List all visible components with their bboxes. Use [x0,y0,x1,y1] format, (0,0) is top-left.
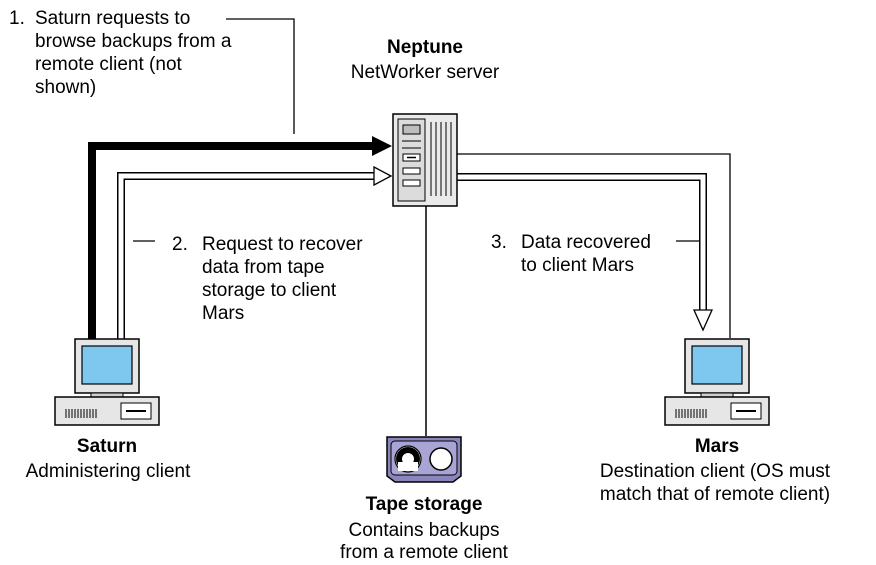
tape-storage-name: Tape storage [365,494,483,515]
step1-line-3: remote client (not [35,54,182,75]
step3-line-2: to client Mars [521,255,634,276]
step2-line-3: storage to client [202,280,337,301]
server-name: Neptune [387,37,463,58]
step3-line-1: Data recovered [521,232,651,253]
server-to-mars-line [455,153,731,338]
server-tower-icon [392,113,458,207]
tape-storage-desc-line-2: from a remote client [340,542,508,563]
step1-number: 1. [9,8,25,29]
step3-data-recovered-arrow [455,173,714,332]
dest-client-name: Mars [694,436,740,457]
step3-number: 3. [491,232,507,253]
dest-client-role-line-2: match that of remote client) [599,484,831,505]
tape-storage-desc-line-1: Contains backups [348,520,500,541]
saturn-desktop-computer-icon [54,338,160,426]
dest-client-role-line-1: Destination client (OS must [599,461,831,482]
step1-browse-arrow [88,136,392,342]
step2-line-1: Request to recover [202,234,363,255]
step2-line-4: Mars [202,303,245,324]
tape-cartridge-icon [386,436,462,483]
admin-client-name: Saturn [76,436,138,457]
admin-client-role: Administering client [25,461,191,482]
step2-number: 2. [172,234,188,255]
mars-desktop-computer-icon [664,338,770,426]
step2-line-2: data from tape [202,257,325,278]
step2-recover-request-arrow [117,165,393,342]
step1-line-4: shown) [35,77,97,98]
server-role: NetWorker server [350,62,500,83]
step1-line-2: browse backups from a [35,31,232,52]
step1-leader-line [226,18,295,134]
step1-line-1: Saturn requests to [35,8,191,29]
